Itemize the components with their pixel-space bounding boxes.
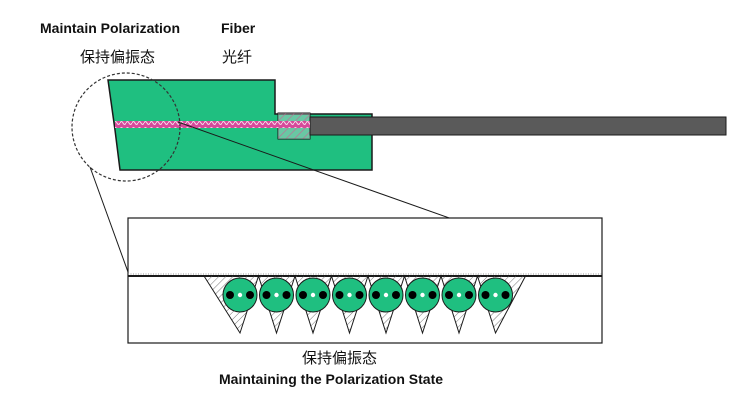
stress-rod-dot: [445, 291, 453, 299]
stress-rod-dot: [319, 291, 327, 299]
fiber-core-dot: [274, 292, 279, 298]
label-fiber-zh: 光纤: [222, 48, 253, 66]
stress-rod-dot: [428, 291, 437, 299]
fiber-core-dot: [310, 292, 316, 298]
stress-rod-dot: [355, 291, 364, 299]
groove-fiber: [478, 277, 513, 313]
groove-fiber: [441, 277, 477, 313]
stress-rod-dot: [392, 291, 400, 299]
projection-line-left: [89, 166, 129, 273]
stress-rod-dot: [481, 291, 490, 299]
stress-rod-dot: [465, 291, 473, 299]
groove-fiber: [259, 277, 294, 313]
stress-rod-dot: [335, 291, 344, 299]
groove-fiber: [405, 277, 440, 313]
label-bottom-en: Maintaining the Polarization State: [219, 371, 444, 387]
label-fiber: Fiber: [221, 20, 256, 36]
fiber-core-dot: [383, 292, 389, 298]
stress-rod-dot: [246, 291, 254, 299]
label-maintain-polarization-zh: 保持偏振态: [80, 48, 156, 66]
fiber-core-wave: [115, 121, 310, 128]
stress-rod-dot: [262, 291, 271, 299]
fiber-core-dot: [237, 292, 243, 298]
label-bottom-zh: 保持偏振态: [302, 349, 378, 367]
fiber-core-dot: [420, 292, 425, 298]
stress-rod-dot: [226, 291, 234, 299]
label-maintain-polarization: Maintain Polarization: [40, 20, 181, 36]
stress-rod-dot: [282, 291, 291, 299]
stress-rod-dot: [501, 291, 510, 299]
fiber-core-dot: [493, 292, 498, 298]
groove-fiber: [295, 277, 331, 313]
stress-rod-dot: [299, 291, 307, 299]
magnifier-circle: [71, 72, 181, 182]
groove-fiber: [222, 277, 258, 313]
fiber-core-dot: [347, 292, 352, 298]
fiber-cladding: [309, 116, 727, 136]
fiber-core-dot: [456, 292, 462, 298]
groove-fiber: [332, 277, 367, 313]
fiber-array: [222, 277, 513, 313]
stress-rod-dot: [372, 291, 380, 299]
groove-fiber: [368, 277, 404, 313]
stress-rod-dot: [408, 291, 417, 299]
